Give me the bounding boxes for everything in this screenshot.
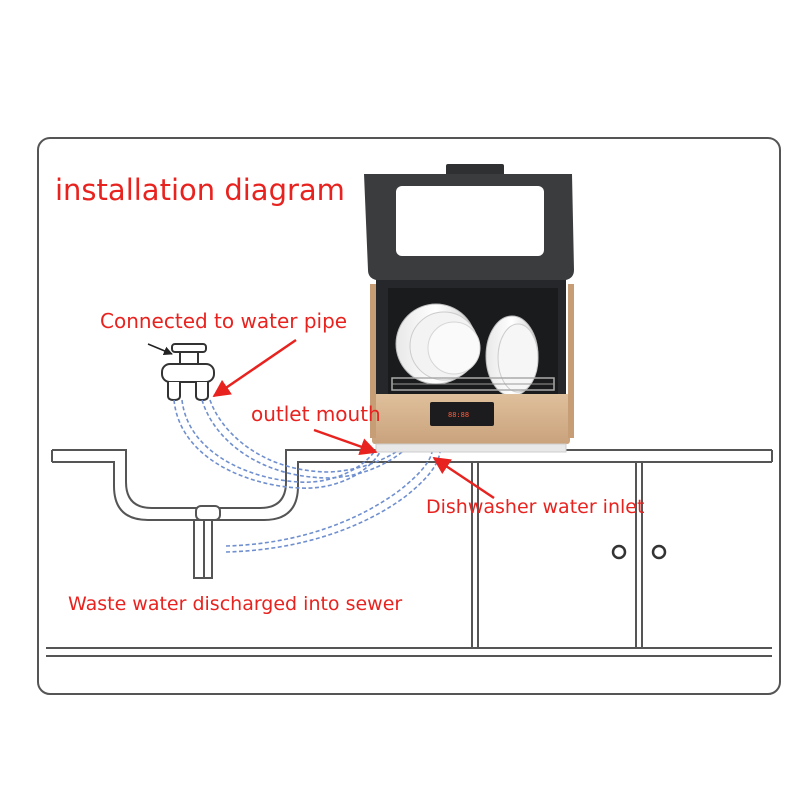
label-outlet-mouth: outlet mouth (251, 402, 381, 426)
arrow-water-pipe (212, 338, 297, 398)
dishwasher-icon (364, 164, 574, 453)
cabinet (46, 462, 772, 657)
countertop (51, 449, 773, 521)
outer-frame (37, 137, 781, 695)
label-water-pipe: Connected to water pipe (100, 309, 348, 333)
label-waste-water: Waste water discharged into sewer (68, 593, 403, 615)
arrow-outlet-mouth (313, 428, 378, 455)
sink-drain-icon (193, 505, 221, 579)
cabinet-door-knob-icon (611, 544, 667, 560)
water-hoses (173, 399, 441, 553)
tap-pointer-arrow (147, 343, 173, 356)
control-panel-display: 88:88 (448, 411, 469, 419)
label-water-inlet: Dishwasher water inlet (426, 496, 645, 518)
arrow-water-inlet (432, 456, 495, 500)
page-title: installation diagram (55, 173, 345, 207)
